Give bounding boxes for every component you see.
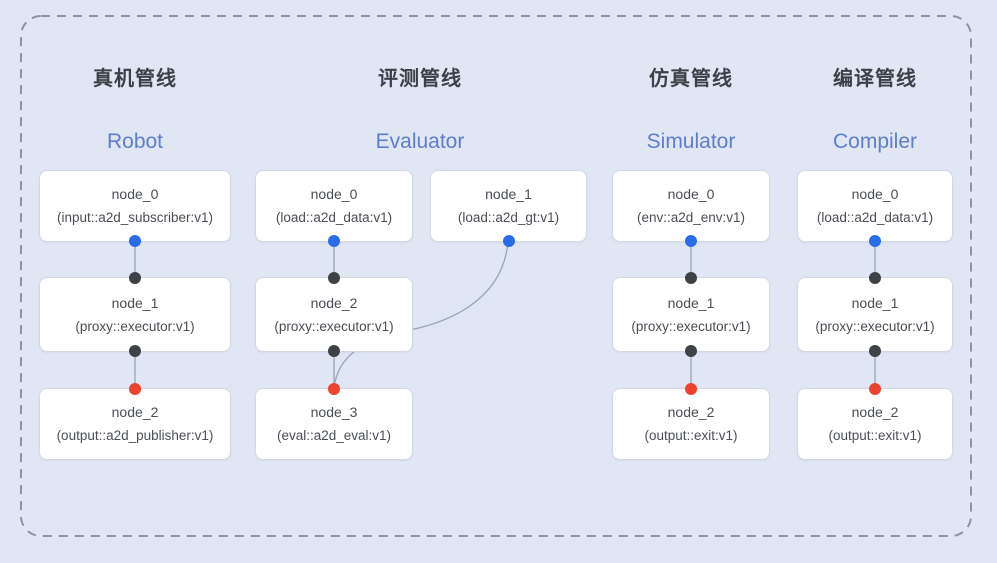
node-type: (eval::a2d_eval:v1) xyxy=(276,428,392,443)
output-port-icon xyxy=(869,235,881,247)
node-type: (load::a2d_data:v1) xyxy=(275,210,393,225)
output-port-icon xyxy=(328,345,340,357)
output-port-icon xyxy=(129,235,141,247)
node-name: node_2 xyxy=(310,294,358,311)
header-simulator-cn: 仿真管线 xyxy=(649,68,733,90)
header-robot-en: Robot xyxy=(106,130,164,153)
output-port-icon xyxy=(129,345,141,357)
node-type: (output::a2d_publisher:v1) xyxy=(56,428,214,443)
node-type: (proxy::executor:v1) xyxy=(75,318,195,334)
output-port-icon xyxy=(869,345,881,357)
node-name: node_1 xyxy=(111,294,159,311)
input-port-icon xyxy=(328,383,340,395)
node-type: (proxy::executor:v1) xyxy=(815,318,935,334)
node-name: node_1 xyxy=(485,186,532,202)
node-name: node_0 xyxy=(851,186,899,202)
node-name: node_0 xyxy=(111,186,159,202)
input-port-icon xyxy=(129,272,141,284)
input-port-icon xyxy=(129,383,141,395)
node-compiler-1: node_1 (proxy::executor:v1) xyxy=(797,272,953,357)
output-port-icon xyxy=(328,235,340,247)
node-name: node_0 xyxy=(310,186,358,202)
header-evaluator: 评测管线 Evaluator xyxy=(320,62,520,154)
input-port-icon xyxy=(685,383,697,395)
node-compiler-2: node_2 (output::exit:v1) xyxy=(797,383,953,460)
node-evaluator-0: node_0 (load::a2d_data:v1) xyxy=(255,170,413,247)
header-evaluator-cn: 评测管线 xyxy=(378,68,462,90)
output-port-icon xyxy=(502,235,515,247)
node-type: (proxy::executor:v1) xyxy=(631,318,751,334)
header-simulator: 仿真管线 Simulator xyxy=(591,62,791,154)
node-name: node_2 xyxy=(851,404,899,420)
node-robot-2: node_2 (output::a2d_publisher:v1) xyxy=(39,383,231,460)
node-type: (output::exit:v1) xyxy=(828,428,922,443)
node-name: node_1 xyxy=(851,294,899,311)
node-name: node_2 xyxy=(667,404,715,420)
header-robot-cn: 真机管线 xyxy=(93,68,177,90)
node-simulator-0: node_0 (env::a2d_env:v1) xyxy=(612,170,770,247)
header-evaluator-en: Evaluator xyxy=(375,130,465,153)
node-type: (env::a2d_env:v1) xyxy=(636,210,746,225)
node-type: (input::a2d_subscriber:v1) xyxy=(56,210,214,225)
node-compiler-0: node_0 (load::a2d_data:v1) xyxy=(797,170,953,247)
node-type: (load::a2d_data:v1) xyxy=(816,210,934,225)
input-port-icon xyxy=(869,383,881,395)
node-evaluator-2: node_2 (proxy::executor:v1) xyxy=(255,272,413,357)
input-port-icon xyxy=(328,272,340,284)
node-evaluator-3: node_3 (eval::a2d_eval:v1) xyxy=(255,383,413,460)
node-name: node_3 xyxy=(310,404,358,420)
node-type: (load::a2d_gt:v1) xyxy=(457,210,560,225)
input-port-icon xyxy=(869,272,881,284)
node-simulator-2: node_2 (output::exit:v1) xyxy=(612,383,770,460)
node-simulator-1: node_1 (proxy::executor:v1) xyxy=(612,272,770,357)
output-port-icon xyxy=(685,345,697,357)
header-robot: 真机管线 Robot xyxy=(35,62,235,154)
header-simulator-en: Simulator xyxy=(646,130,736,153)
node-evaluator-1: node_1 (load::a2d_gt:v1) xyxy=(430,170,587,247)
dashed-frame xyxy=(20,15,972,537)
node-name: node_0 xyxy=(667,186,715,202)
input-port-icon xyxy=(685,272,697,284)
node-name: node_1 xyxy=(667,294,715,311)
header-compiler-en: Compiler xyxy=(832,130,918,153)
header-compiler: 编译管线 Compiler xyxy=(775,62,975,154)
node-type: (output::exit:v1) xyxy=(644,428,738,443)
node-robot-1: node_1 (proxy::executor:v1) xyxy=(39,272,231,357)
output-port-icon xyxy=(685,235,697,247)
node-robot-0: node_0 (input::a2d_subscriber:v1) xyxy=(39,170,231,247)
header-compiler-cn: 编译管线 xyxy=(833,68,917,90)
node-type: (proxy::executor:v1) xyxy=(274,318,394,334)
node-name: node_2 xyxy=(111,404,159,420)
